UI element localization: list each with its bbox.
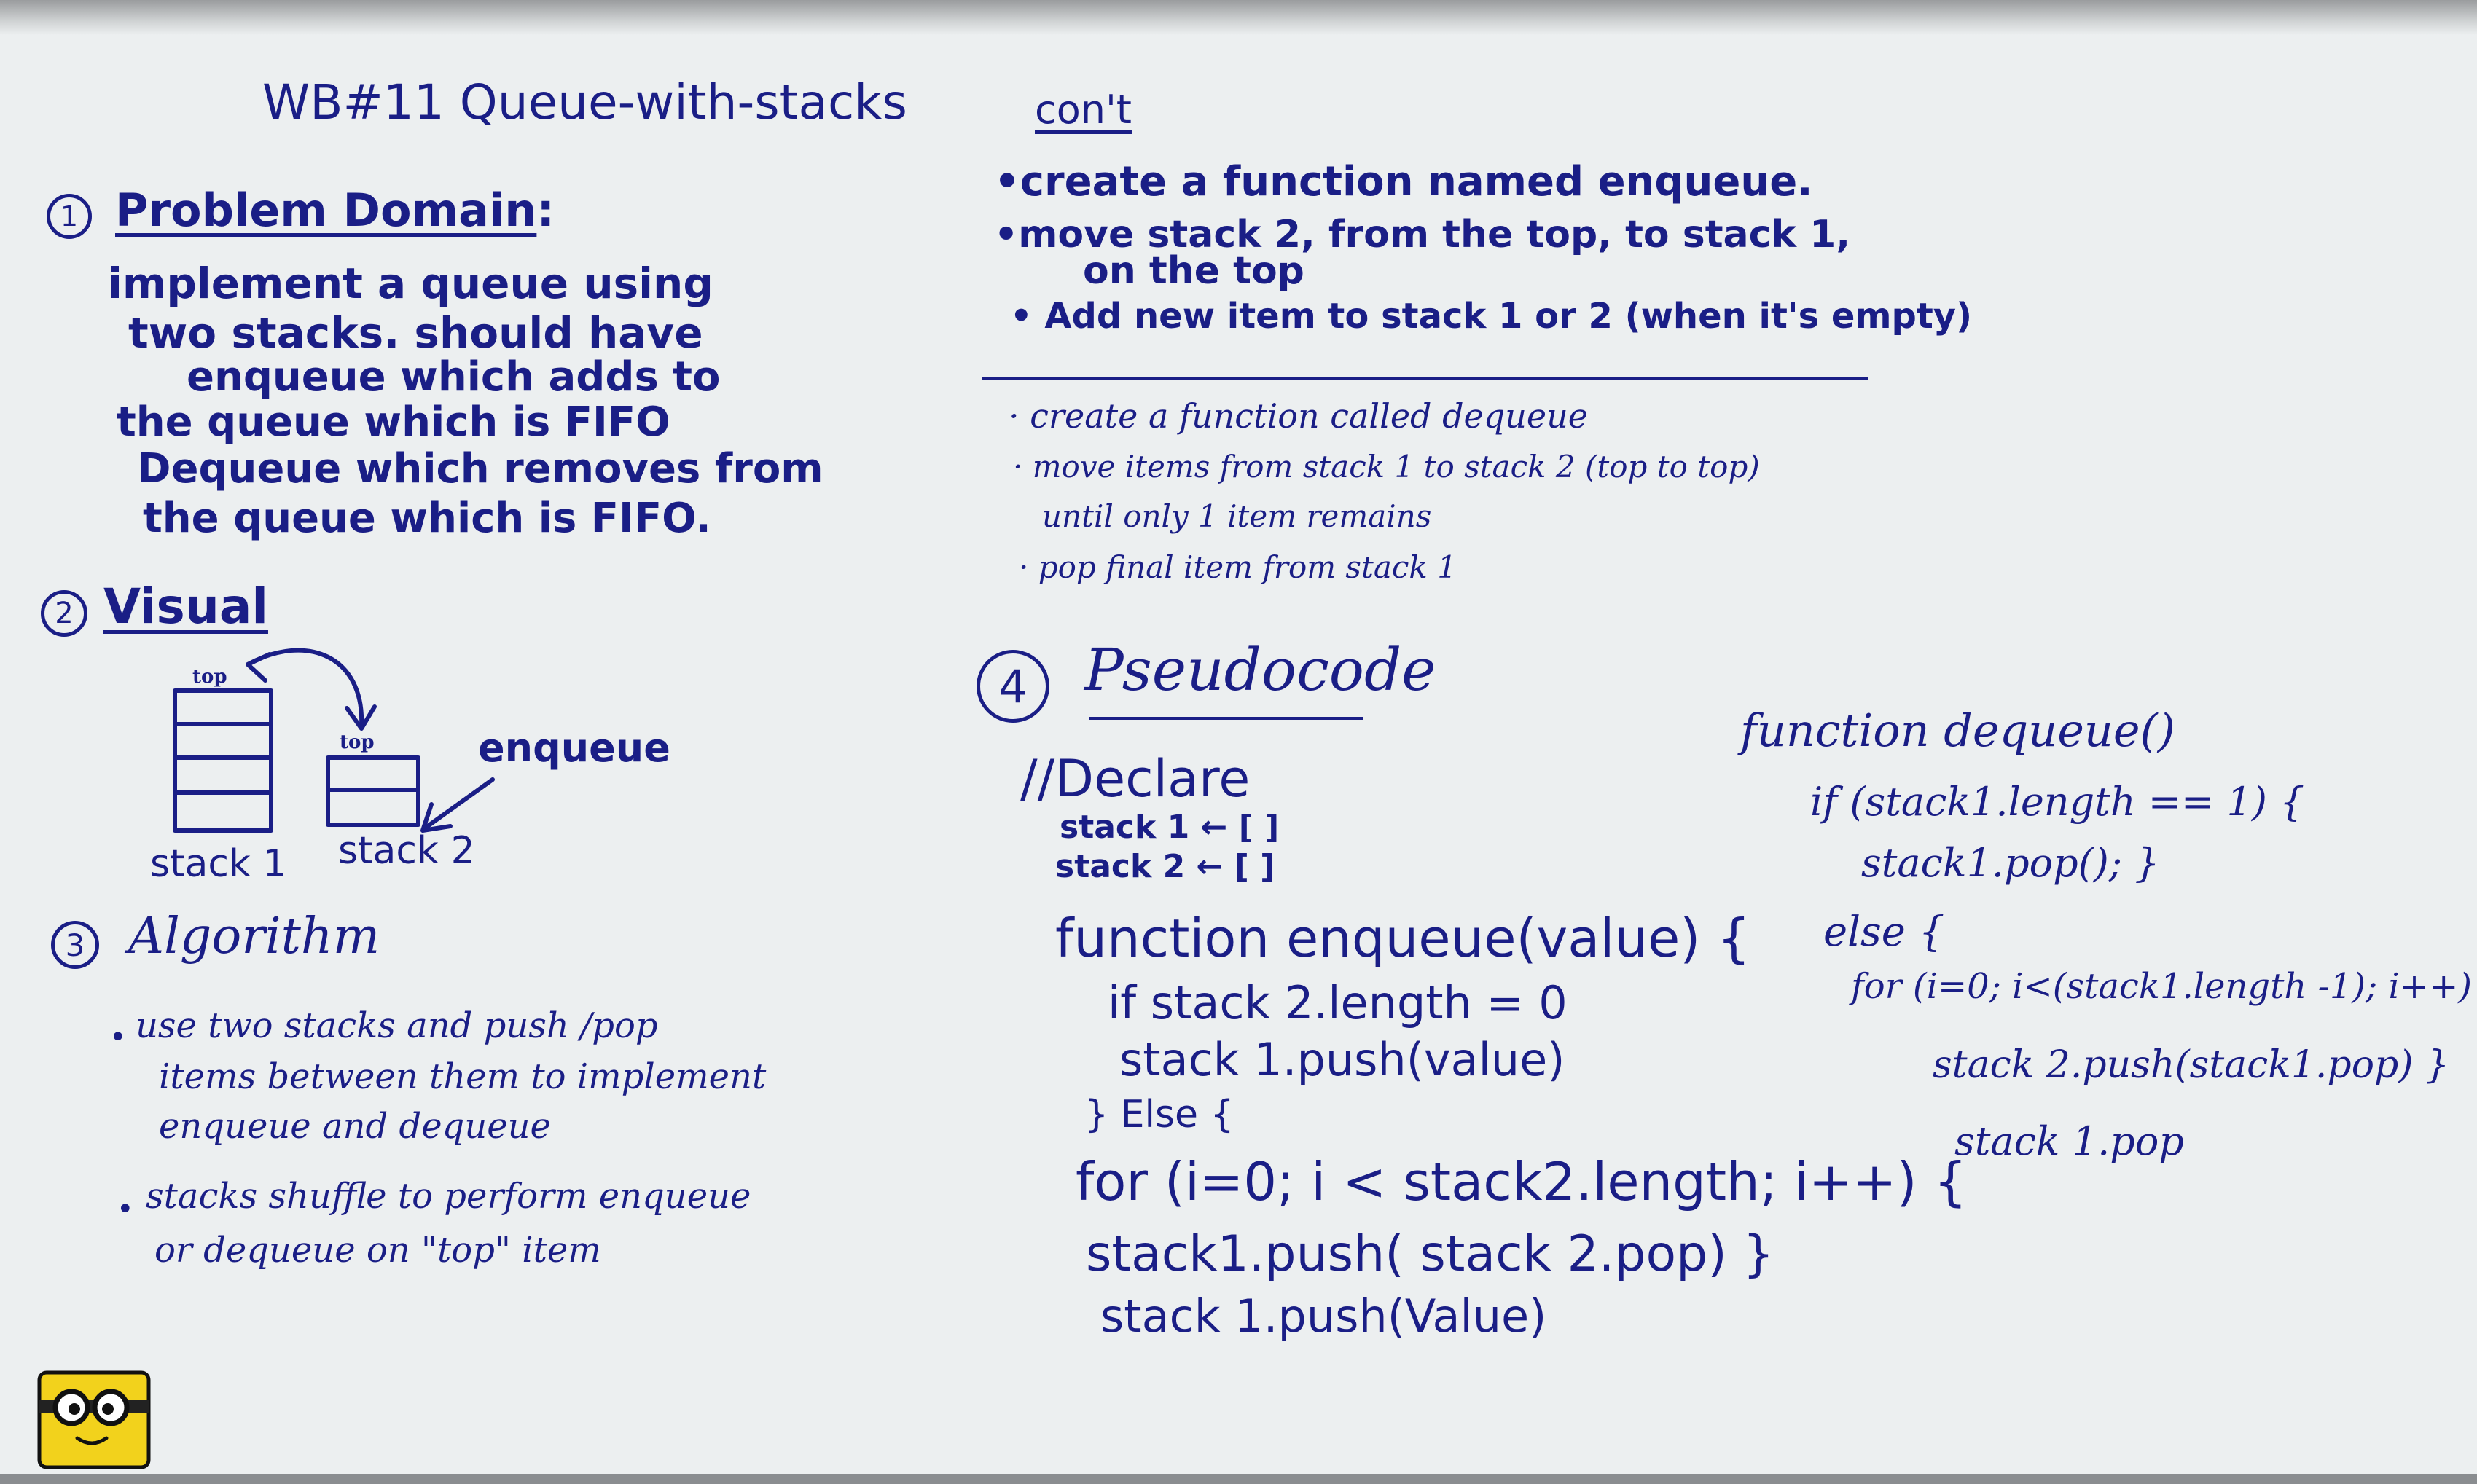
declare-comment: //Declare — [1020, 749, 1251, 809]
algorithm-line: items between them to implement — [159, 1056, 767, 1097]
enqueue-code-line: if stack 2.length = 0 — [1108, 976, 1568, 1029]
transfer-arrow-head — [345, 704, 377, 731]
pseudocode-heading: Pseudocode — [1084, 636, 1436, 704]
enqueue-code-line: } Else { — [1084, 1093, 1234, 1136]
goggles-mascot-icon — [37, 1370, 151, 1469]
cont-enqueue-bullet: •create a function named enqueue. — [994, 158, 1813, 205]
stack2-top-label: top — [340, 731, 375, 753]
dequeue-code-line: else { — [1823, 908, 1945, 956]
transfer-arrow-tail-head — [246, 652, 272, 683]
dequeue-code-line: function dequeue() — [1740, 704, 2175, 757]
problem-line: enqueue which adds to — [187, 353, 721, 401]
algorithm-line: or dequeue on "top" item — [154, 1230, 601, 1271]
problem-domain-heading: Problem Domain: — [115, 184, 555, 237]
algorithm-bullet-dot: • — [109, 1021, 127, 1054]
enqueue-code-line: function enqueue(value) { — [1055, 908, 1751, 969]
dequeue-code-line: for (i=0; i<(stack1.length -1); i++) — [1851, 966, 2473, 1007]
cont-enqueue-bullet: • Add new item to stack 1 or 2 (when it'… — [1010, 296, 1972, 337]
board-frame-bottom — [0, 1474, 2477, 1484]
algorithm-heading: Algorithm — [128, 908, 380, 965]
cont-dequeue-bullet-continued: until only 1 item remains — [1042, 498, 1432, 534]
section-2-number: 2 — [41, 590, 87, 637]
board-title: WB#11 Queue-with-stacks — [262, 74, 907, 130]
declare-line: stack 1 ← [ ] — [1060, 809, 1280, 846]
stack1-top-label: top — [192, 666, 227, 688]
dequeue-code-line: stack1.pop(); } — [1861, 840, 2160, 886]
cont-heading: con't — [1035, 87, 1132, 133]
cont-dequeue-bullet: · create a function called dequeue — [1009, 396, 1588, 436]
cont-dequeue-bullet: · move items from stack 1 to stack 2 (to… — [1013, 449, 1760, 484]
enqueue-code-line: stack1.push( stack 2.pop) } — [1086, 1225, 1774, 1283]
transfer-arrow — [246, 648, 364, 728]
problem-line: two stacks. should have — [128, 308, 703, 358]
stack1-box — [173, 688, 273, 833]
problem-line: the queue which is FIFO — [117, 399, 670, 446]
enqueue-code-line: stack 1.push(Value) — [1100, 1289, 1547, 1343]
dequeue-code-line: stack 1.pop — [1954, 1118, 2184, 1164]
algorithm-line: enqueue and dequeue — [159, 1106, 551, 1147]
stack1-label: stack 1 — [150, 842, 287, 886]
section-1-number: 1 — [47, 194, 92, 239]
declare-line: stack 2 ← [ ] — [1055, 848, 1275, 885]
stack2-label: stack 2 — [338, 829, 475, 873]
cont-enqueue-bullet-continued: on the top — [1083, 249, 1304, 293]
enqueue-arrow-head — [420, 802, 453, 833]
problem-line: Dequeue which removes from — [137, 445, 823, 492]
problem-line: the queue which is FIFO. — [143, 495, 711, 542]
dequeue-code-line: if (stack1.length == 1) { — [1810, 779, 2305, 825]
problem-line: implement a queue using — [108, 259, 713, 308]
cont-enqueue-bullet: •move stack 2, from the top, to stack 1, — [994, 213, 1851, 256]
divider-line — [982, 377, 1868, 380]
section-4-number: 4 — [977, 650, 1049, 723]
cont-dequeue-bullet: · pop final item from stack 1 — [1019, 549, 1457, 585]
pseudocode-underline — [1089, 717, 1363, 720]
algorithm-bullet-dot: • — [117, 1193, 134, 1226]
enqueue-code-line: for (i=0; i < stack2.length; i++) { — [1076, 1151, 1968, 1212]
enqueue-label: enqueue — [478, 725, 670, 771]
algorithm-line: stacks shuffle to perform enqueue — [146, 1176, 751, 1217]
section-3-number: 3 — [51, 921, 99, 969]
enqueue-arrow — [423, 777, 495, 830]
board-frame-top — [0, 0, 2477, 35]
visual-heading: Visual — [103, 578, 268, 635]
enqueue-code-line: stack 1.push(value) — [1119, 1033, 1565, 1086]
algorithm-line: use two stacks and push /pop — [136, 1005, 658, 1046]
dequeue-code-line: stack 2.push(stack1.pop) } — [1933, 1043, 2450, 1087]
